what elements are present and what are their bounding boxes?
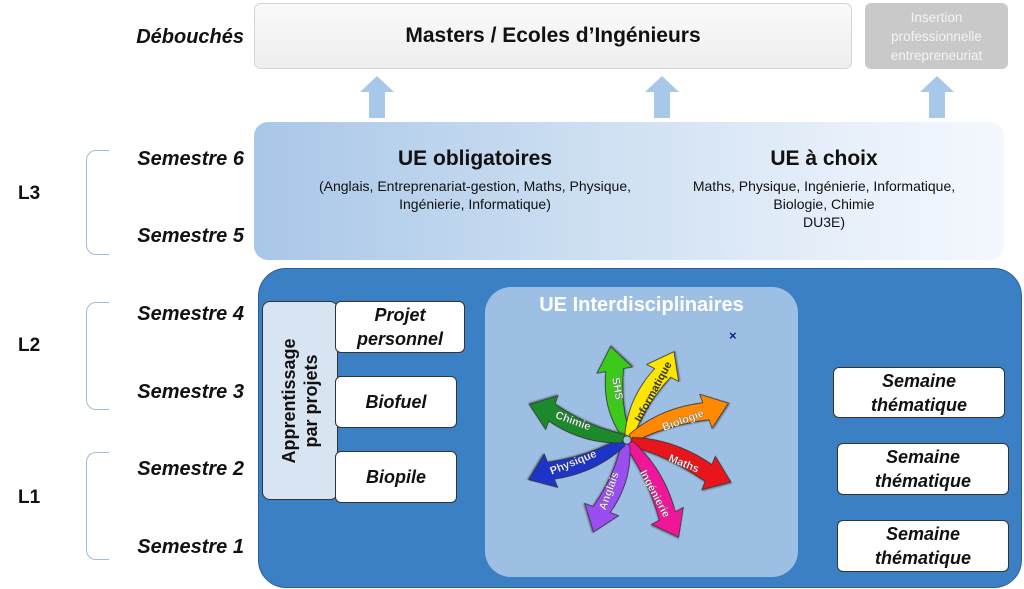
- discipline-arrow-shape: [624, 440, 684, 538]
- discipline-arrow-shape: [624, 351, 680, 440]
- semaine-thematique-box: Semaine thématique: [833, 367, 1005, 418]
- biofuel-box: Biofuel: [335, 376, 457, 428]
- ue-choix-line-3: DU3E): [802, 214, 845, 230]
- ue-interdisciplinaires-title: UE Interdisciplinaires: [539, 294, 744, 316]
- semaine-line-1: Semaine: [881, 370, 957, 391]
- l1-brace: [86, 452, 109, 560]
- level-l3: L3: [18, 183, 41, 204]
- up-arrow-icon: [360, 76, 394, 118]
- ue-choix-line-2: Biologie, Chimie: [773, 196, 875, 212]
- semester-2: Semestre 2: [137, 458, 244, 480]
- semaine-line-2: thématique: [874, 471, 971, 491]
- biopile-box: Biopile: [335, 451, 457, 503]
- semaine-thematique-box: Semaine thématique: [837, 443, 1009, 495]
- up-arrow-icon: [920, 76, 954, 118]
- ue-obligatoires-line-1: (Anglais, Entreprenariat-gestion, Maths,…: [318, 178, 632, 194]
- apprentissage-line-2: par projets: [301, 353, 321, 448]
- semester-5: Semestre 5: [137, 225, 244, 247]
- discipline-arrow-shape: [584, 441, 631, 533]
- l2-brace: [86, 302, 109, 410]
- up-arrow-icon: [645, 76, 679, 118]
- discipline-arrow-shape: [596, 345, 634, 438]
- biofuel-label: Biofuel: [365, 392, 427, 412]
- apprentissage-label: Apprentissage par projets: [278, 338, 322, 463]
- discipline-arrow-shape: [628, 436, 732, 491]
- projet-line-1: Projet: [374, 305, 426, 325]
- masters-box: Masters / Ecoles d’Ingénieurs: [254, 3, 852, 69]
- semester-6: Semestre 6: [137, 148, 244, 170]
- projet-personnel-box: Projet personnel: [335, 301, 465, 353]
- insertion-line-3: entrepreneuriat: [890, 47, 983, 63]
- semaine-line-1: Semaine: [885, 524, 961, 544]
- close-icon[interactable]: ×: [729, 328, 737, 343]
- masters-label: Masters / Ecoles d’Ingénieurs: [405, 24, 701, 47]
- ue-obligatoires-title: UE obligatoires: [397, 147, 553, 170]
- biopile-label: Biopile: [365, 467, 426, 487]
- semaine-thematique-box: Semaine thématique: [837, 520, 1009, 572]
- apprentissage-box: Apprentissage par projets: [262, 301, 338, 500]
- semester-3: Semestre 3: [137, 381, 244, 403]
- l3-brace: [86, 150, 109, 255]
- discipline-arrow-shs: SHS: [596, 345, 634, 438]
- level-l1: L1: [18, 487, 41, 508]
- projet-line-2: personnel: [356, 329, 444, 349]
- semaine-line-1: Semaine: [885, 447, 961, 467]
- discipline-arrow-shape: [528, 395, 626, 444]
- discipline-arrow-label: SHS: [609, 377, 625, 401]
- ue-choix-line-1: Maths, Physique, Ingénierie, Informatiqu…: [692, 178, 956, 194]
- semester-1: Semestre 1: [137, 536, 244, 558]
- l3-ue-band: [254, 122, 1004, 260]
- insertion-line-1: Insertion: [910, 9, 963, 25]
- discipline-arrow-shape: [528, 436, 626, 488]
- semaine-line-2: thématique: [870, 394, 967, 415]
- insertion-box: Insertion professionnelle entrepreneuria…: [865, 3, 1008, 69]
- semester-4: Semestre 4: [137, 303, 244, 325]
- ue-choix-title: UE à choix: [770, 147, 878, 170]
- level-l2: L2: [18, 335, 41, 356]
- ue-obligatoires-line-2: Ingénierie, Informatique): [399, 196, 551, 212]
- insertion-line-2: professionnelle: [891, 28, 982, 44]
- apprentissage-line-1: Apprentissage: [279, 337, 299, 464]
- semaine-line-2: thématique: [874, 548, 971, 568]
- discipline-arrow-shape: [628, 393, 730, 444]
- debouches-label: Débouchés: [136, 26, 244, 48]
